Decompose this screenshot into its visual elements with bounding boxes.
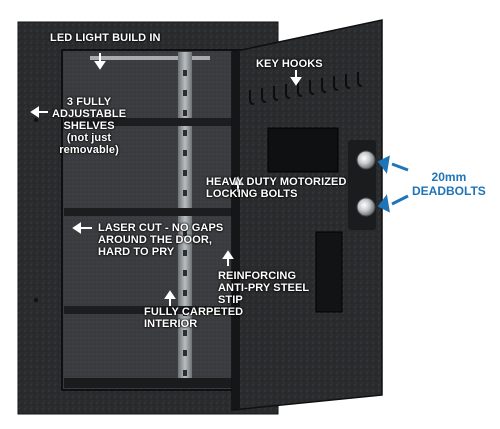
- shelves-line-2: ADJUSTABLE: [52, 108, 127, 120]
- shelves-label: 3 FULLY ADJUSTABLE SHELVES (not just rem…: [52, 96, 126, 156]
- deadbolt-bottom: [356, 197, 376, 217]
- adjustment-rail: [178, 52, 192, 388]
- reinforcing-line-3: STIP: [218, 294, 243, 306]
- reinforcing-line-1: REINFORCING: [218, 270, 297, 282]
- laser-line-1: LASER CUT - NO GAPS: [98, 222, 224, 234]
- carpeted-interior-label: FULLY CARPETED INTERIOR: [144, 306, 243, 330]
- reinforcing-label: REINFORCING ANTI-PRY STEEL STIP: [218, 270, 309, 306]
- door-edge: [232, 50, 240, 410]
- reinforcing-line-2: ANTI-PRY STEEL: [218, 282, 310, 294]
- bolts-line-2: LOCKING BOLTS: [206, 188, 298, 200]
- carpet-line-1: FULLY CARPETED: [144, 306, 244, 318]
- locking-bolts-label: HEAVY DUTY MOTORIZED LOCKING BOLTS: [206, 176, 347, 200]
- led-strip: [90, 56, 210, 60]
- bolts-line-1: HEAVY DUTY MOTORIZED: [206, 176, 347, 188]
- safe-floor: [64, 378, 260, 388]
- deadbolts-line-2: DEADBOLTS: [412, 184, 486, 198]
- shelf-1: [64, 118, 242, 126]
- lock-mechanism: [267, 127, 339, 173]
- deadbolt-arrows: [377, 155, 409, 213]
- shelves-line-3: SHELVES: [63, 120, 115, 132]
- safe-interior: [61, 49, 263, 391]
- laser-cut-label: LASER CUT - NO GAPS AROUND THE DOOR, HAR…: [98, 222, 223, 258]
- key-hooks: [249, 72, 363, 105]
- shelves-line-5: removable): [59, 144, 119, 156]
- laser-line-3: HARD TO PRY: [98, 246, 175, 258]
- shelf-3: [64, 306, 242, 314]
- led-light-label: LED LIGHT BUILD IN: [50, 32, 161, 44]
- key-hooks-label: KEY HOOKS: [256, 58, 323, 70]
- annotation-arrows: [30, 53, 302, 306]
- carpet-line-2: INTERIOR: [144, 318, 198, 330]
- shelf-2: [64, 208, 242, 216]
- deadbolt-top: [356, 150, 376, 170]
- deadbolts-line-1: 20mm: [431, 170, 467, 184]
- deadbolts-callout: 20mm DEADBOLTS: [412, 170, 486, 198]
- mounting-holes: [34, 118, 38, 302]
- reinforcing-strip: [315, 231, 343, 313]
- shelves-line-1: 3 FULLY: [66, 96, 112, 108]
- laser-line-2: AROUND THE DOOR,: [98, 234, 213, 246]
- shelves-line-4: (not just: [66, 132, 112, 144]
